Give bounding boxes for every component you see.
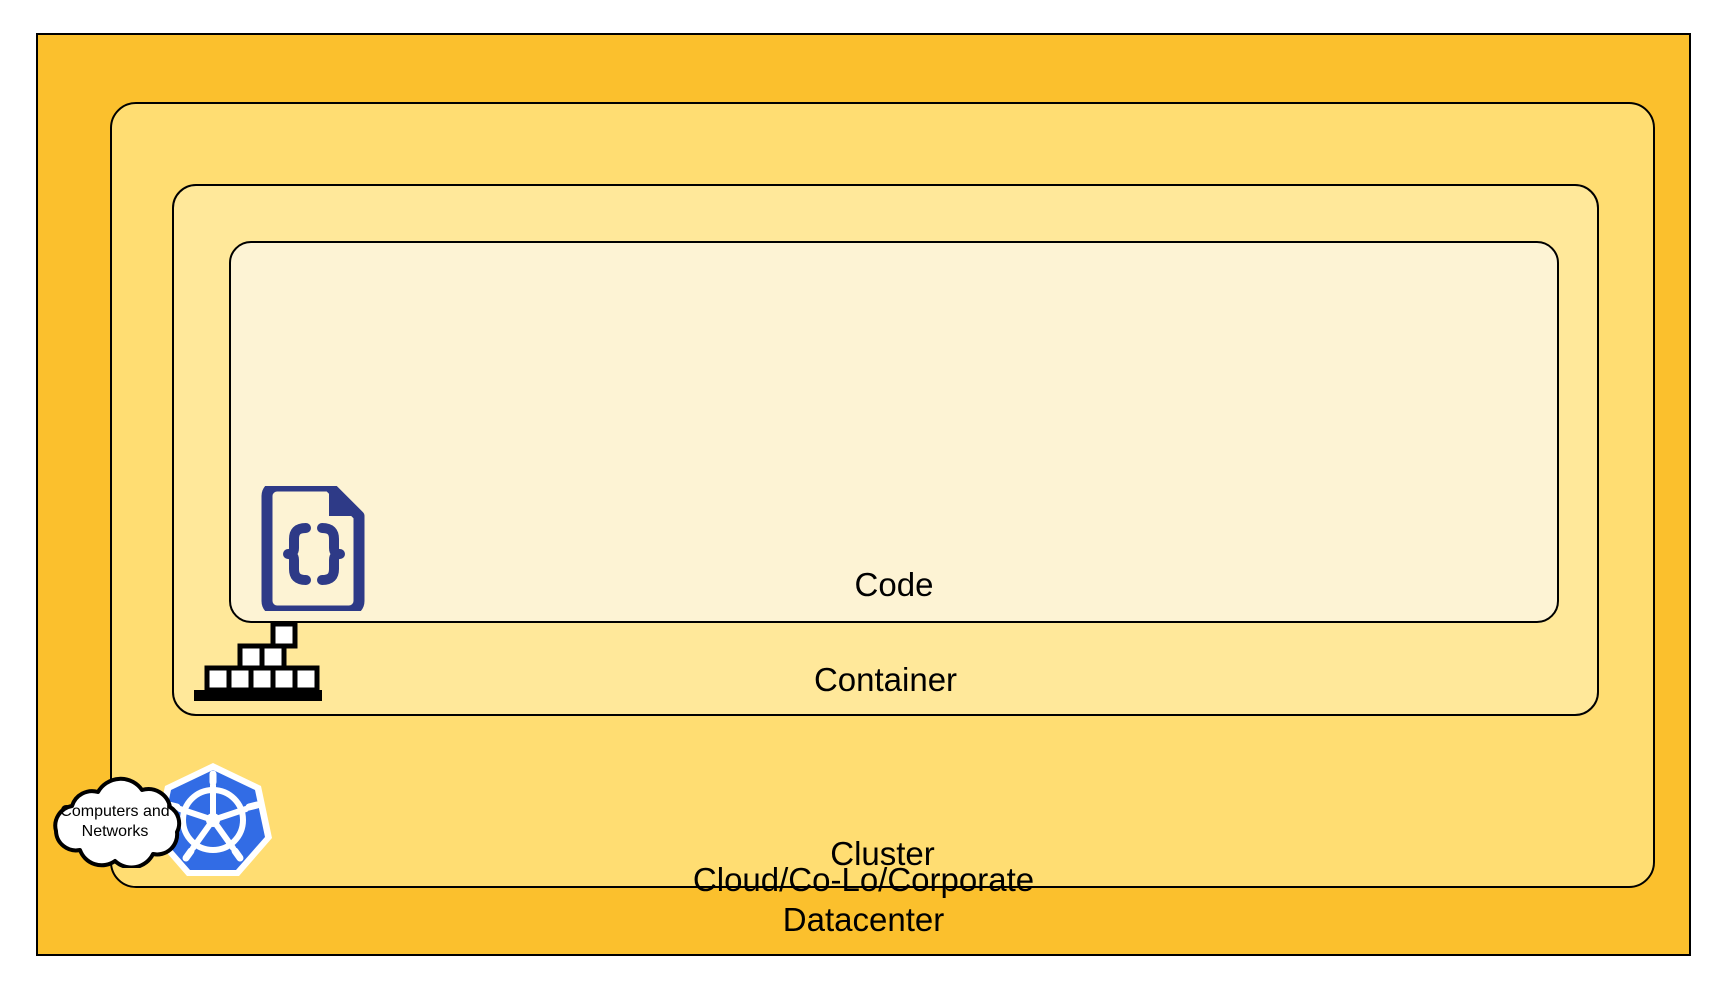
docker-container-icon [194,618,322,704]
layer-cluster[interactable]: Code [110,102,1655,888]
layer-datacenter[interactable]: Code [36,33,1691,956]
layer-label-cluster: Cluster [830,835,935,872]
layer-container[interactable]: Code [172,184,1599,716]
cloud-callout-label: Computers and Networks [60,803,170,840]
layer-code[interactable]: Code [229,241,1559,623]
layer-label-code: Code [854,566,934,603]
cloud-callout-computers-and-networks[interactable]: Computers and Networks [30,776,200,868]
layer-label-container: Container [813,661,958,698]
code-file-icon [259,480,367,617]
kubernetes-icon [154,760,272,878]
cloud-shape-icon [53,776,182,868]
